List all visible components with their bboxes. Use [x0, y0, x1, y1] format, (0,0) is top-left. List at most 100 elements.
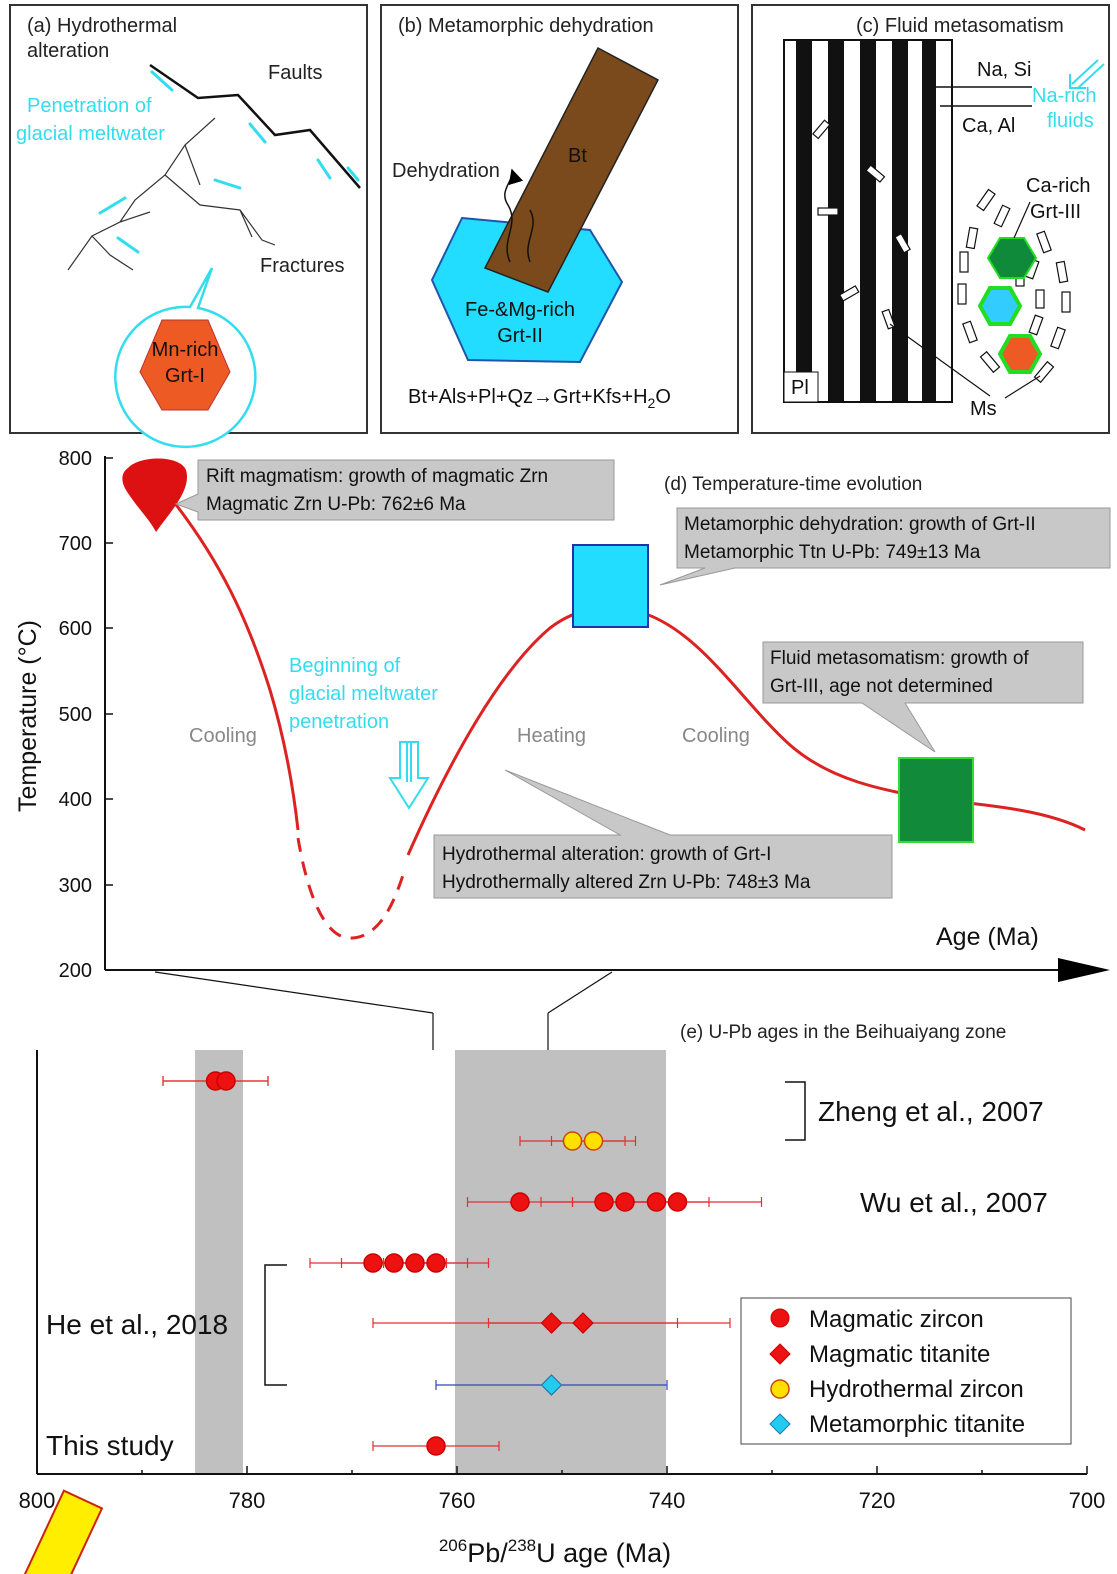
panel-d-x-arrowhead [1058, 958, 1110, 982]
callout-fluid-line-1: Fluid metasomatism: growth of [770, 648, 1029, 669]
data-point-circle [562, 1131, 583, 1151]
y-tick-400: 400 [59, 789, 92, 811]
grt-i-label-1: Mn-rich [152, 339, 219, 361]
x-tick-720: 720 [859, 1488, 896, 1513]
panel-e-x-ticks [36, 1466, 1088, 1474]
data-point-circle [615, 1192, 635, 1212]
ms-leader-2 [1004, 375, 1041, 399]
grt-iii-hexagon-2 [977, 286, 1023, 326]
panel-b: (b) Metamorphic dehydration Dehydration … [380, 4, 739, 434]
x-tick-740: 740 [649, 1488, 686, 1513]
callout-hydro-line-1: Hydrothermal alteration: growth of Grt-I [442, 844, 771, 865]
callout-hydro: Hydrothermal alteration: growth of Grt-I… [433, 769, 893, 899]
grt-iii-leader [1013, 201, 1031, 239]
ms-leader-1 [889, 323, 991, 397]
grt-ii-label-2: Grt-II [497, 325, 543, 347]
bt-label: Bt [568, 145, 587, 167]
ms-label: Ms [970, 398, 997, 420]
data-point-circle [405, 1253, 425, 1273]
panel-d-y-ticks [105, 457, 113, 886]
penetration-label-1: Penetration of [27, 95, 152, 117]
ref-this: This study [46, 1430, 174, 1461]
callout-meta-line-2: Metamorphic Ttn U-Pb: 749±13 Ma [684, 542, 981, 563]
data-point-diamond [540, 1312, 563, 1334]
heating-label: Heating [517, 725, 586, 747]
grt-i-box [15, 1489, 104, 1574]
x-tick-760: 760 [439, 1488, 476, 1513]
grt-iii-label-1: Ca-rich [1026, 175, 1090, 197]
y-tick-700: 700 [59, 533, 92, 555]
callout-rift-line-1: Rift magmatism: growth of magmatic Zrn [206, 466, 548, 487]
y-tick-200: 200 [59, 960, 92, 982]
plagioclase-twin-bands [796, 40, 936, 402]
meltwater-arrow-icon [388, 741, 430, 810]
dehydration-label: Dehydration [392, 160, 500, 182]
na-fluid-arrow [1069, 59, 1105, 89]
grt-i-hexagon [139, 319, 231, 411]
zoom-line-left [154, 971, 434, 1014]
grt-ii-label-1: Fe-&Mg-rich [465, 299, 575, 321]
callout-rift-line-2: Magmatic Zrn U-Pb: 762±6 Ma [206, 494, 466, 515]
cooling-label-2: Cooling [682, 725, 750, 747]
x-tick-700: 700 [1069, 1488, 1106, 1513]
panel-a: (a) Hydrothermal alteration Faults Penet… [9, 4, 368, 449]
panel-c-title: (c) Fluid metasomatism [856, 15, 1064, 37]
data-point-circle [646, 1192, 667, 1212]
panel-a-title: (a) Hydrothermal [27, 15, 177, 37]
data-point-circle [426, 1436, 446, 1456]
callout-fluid-line-2: Grt-III, age not determined [770, 676, 993, 697]
ca-al-label: Ca, Al [962, 115, 1015, 137]
data-point-circle [510, 1192, 530, 1212]
grt-iii-hexagon-1 [986, 237, 1038, 279]
data-point-diamond [540, 1374, 563, 1396]
dehydration-arrow [504, 168, 524, 263]
data-point-diamond [572, 1312, 594, 1334]
dehydration-wave [527, 209, 534, 263]
legend-marker-magmatic-zircon [770, 1308, 790, 1328]
panel-e: (e) U-Pb ages in the Beihuaiyang zone 80… [19, 1022, 1106, 1568]
na-si-label: Na, Si [977, 59, 1031, 81]
penetration-label-2: glacial meltwater [16, 123, 165, 145]
reaction-equation: Bt+Als+Pl+Qz→Grt+Kfs+H2O [408, 386, 671, 411]
legend-marker-hydrothermal-zircon [770, 1379, 790, 1399]
legend-label-magmatic-titanite: Magmatic titanite [809, 1341, 990, 1368]
temperature-curve-dashed [296, 837, 406, 940]
data-layer [162, 1071, 763, 1456]
temperature-curve-cooling [168, 496, 300, 831]
legend-marker-metamorphic-titanite [769, 1413, 791, 1435]
fracture-lines [67, 117, 276, 271]
shaded-range-right [455, 1050, 666, 1474]
bracket-zheng [785, 1081, 806, 1141]
grt-iii-box [898, 757, 974, 843]
meltwater-label-3: penetration [289, 711, 389, 733]
legend: Magmatic zircon Magmatic titanite Hydrot… [740, 1297, 1072, 1445]
panel-e-x-label: 206Pb/238U age (Ma) [439, 1536, 671, 1568]
meltwater-label-1: Beginning of [289, 655, 401, 677]
panel-b-title: (b) Metamorphic dehydration [398, 15, 654, 37]
cooling-label-1: Cooling [189, 725, 257, 747]
rift-magma-blob [122, 458, 188, 532]
data-point-circle [594, 1192, 614, 1212]
shaded-range-left [195, 1050, 243, 1474]
y-tick-500: 500 [59, 704, 92, 726]
muscovite-flakes [812, 119, 1071, 384]
grt-ii-box [572, 544, 649, 628]
data-point-circle [583, 1131, 604, 1151]
x-tick-780: 780 [229, 1488, 266, 1513]
meltwater-dashes [98, 70, 360, 254]
data-point-circle [384, 1253, 404, 1273]
ref-wu: Wu et al., 2007 [860, 1187, 1048, 1218]
data-point-circle [426, 1253, 446, 1273]
grt-iii-hexagon-3 [997, 334, 1043, 374]
faults-label: Faults [268, 62, 322, 84]
data-point-circle [667, 1192, 688, 1212]
callout-hydro-line-2: Hydrothermally altered Zrn U-Pb: 748±3 M… [442, 872, 811, 893]
legend-label-hydrothermal-zircon: Hydrothermal zircon [809, 1376, 1024, 1403]
grt-i-label-2: Grt-I [165, 365, 205, 387]
na-rich-label-1: Na-rich [1032, 85, 1096, 107]
biotite-crystal [483, 46, 660, 293]
callout-fluid: Fluid metasomatism: growth of Grt-III, a… [762, 641, 1084, 753]
x-tick-800: 800 [19, 1488, 56, 1513]
panel-d-x-label: Age (Ma) [936, 923, 1039, 951]
